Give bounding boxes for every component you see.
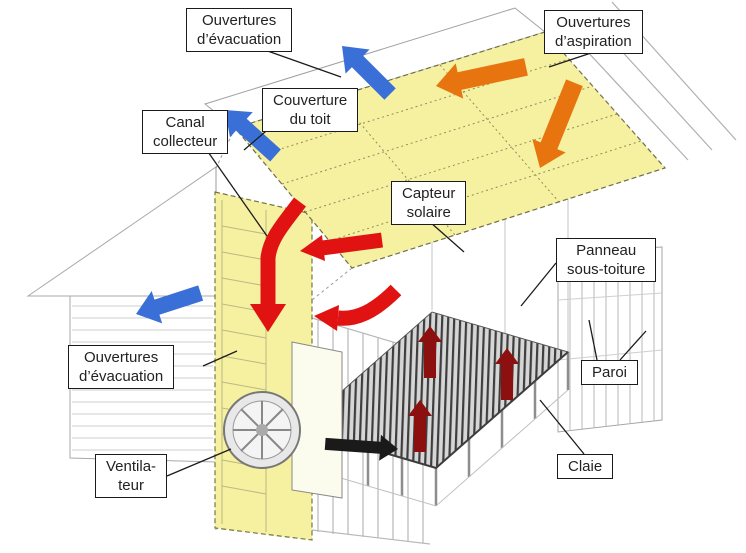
canal-collecteur-tower: [214, 191, 343, 541]
label-capteur-solaire: Capteur solaire: [391, 181, 467, 226]
label-panneau-sous-toiture: Panneau sous-toiture: [556, 238, 657, 283]
label-ouvertures-evacuation-top: Ouvertures d’évacuation: [186, 8, 293, 53]
label-ouvertures-evacuation-left: Ouvertures d’évacuation: [68, 345, 175, 390]
heated-air-arrow-3: [314, 284, 402, 331]
label-canal-collecteur: Canal collecteur: [142, 110, 229, 155]
label-paroi: Paroi: [581, 360, 639, 386]
heated-air-arrow-1: [250, 197, 306, 332]
label-ouvertures-aspiration: Ouvertures d’aspiration: [544, 10, 643, 55]
fan: [223, 391, 301, 469]
label-ventilateur: Ventila- teur: [95, 454, 168, 499]
heated-air-arrow-2: [300, 232, 383, 261]
capteur-solaire-panel: [233, 31, 667, 269]
label-claie: Claie: [557, 454, 614, 480]
label-couverture-du-toit: Couverture du toit: [262, 88, 359, 133]
